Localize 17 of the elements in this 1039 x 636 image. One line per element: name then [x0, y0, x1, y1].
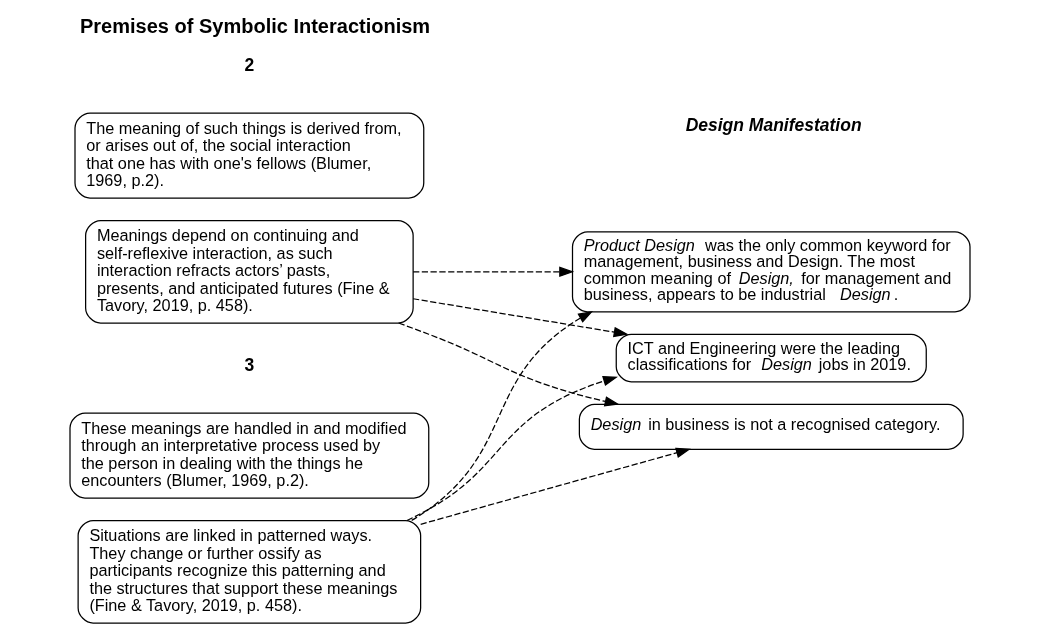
node-box: Design in business is not a recognised category.	[578, 403, 964, 450]
arrow	[405, 376, 618, 522]
node-box: These meanings are handled in and modified through an interpretative process used by the person in dealing with the things he encounters (Blumer, 1969, p.2).	[68, 412, 429, 499]
node-box: The meaning of such things is derived from, or arises out of, the social interaction that one has with one's fellows (Blumer, 1969, p.2).	[73, 112, 424, 199]
arrow	[419, 447, 691, 525]
label: Design Manifestation	[685, 115, 862, 136]
node-box: Meanings depend on continuing and self-reflexive interaction, as such interaction refracts actors’ pasts, presents, and anticipated futures (Fine & Tavory, 2019, p. 458).	[84, 219, 414, 324]
arrow	[412, 298, 629, 338]
node-box: ICT and Engineering were the leading classifications for Design jobs in 2019.	[615, 333, 927, 383]
node-box: Product Design was the only common keyword for management, business and Design. The most common meaning of Design, for management and business, appears to be industrial Design.	[571, 231, 971, 313]
arrow	[397, 322, 620, 407]
arrow	[412, 266, 574, 277]
label: 3	[243, 355, 254, 376]
label: 2	[243, 55, 254, 76]
diagram-title: Premises of Symbolic Interactionism	[79, 14, 430, 37]
node-box: Situations are linked in patterned ways. They change or further ossify as participants recognize this patterning and the structures that support these meanings (Fine & Tavory, 2019, p. 458).	[77, 519, 421, 624]
arrow	[410, 311, 593, 521]
